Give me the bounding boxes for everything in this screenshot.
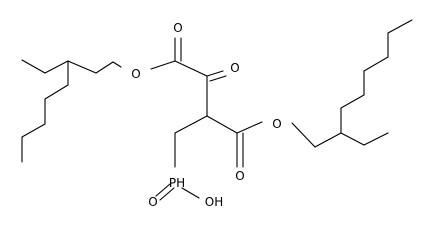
double-bond-b — [209, 75, 227, 82]
right-ethylhexyl-chain — [314, 19, 413, 148]
phosphorus-label: PH — [169, 176, 185, 190]
bond — [112, 61, 122, 68]
carbonyl-oxygen-left-label: O — [173, 21, 182, 35]
bond — [67, 60, 97, 74]
bond — [95, 61, 114, 74]
double-bond-a — [159, 187, 175, 201]
bond — [174, 60, 208, 77]
bond — [291, 122, 316, 148]
bond — [150, 60, 176, 70]
bond — [174, 115, 208, 134]
bond — [21, 123, 46, 138]
bond — [363, 56, 389, 72]
ketone-group — [206, 70, 227, 117]
bond — [363, 132, 389, 146]
bond — [236, 121, 263, 134]
bond — [340, 94, 365, 109]
ketone-oxygen-label: O — [230, 61, 239, 75]
bond — [387, 19, 413, 34]
carbonyl-oxygen-right-label: O — [235, 169, 244, 183]
bond — [44, 60, 69, 74]
phosphoryl-oxygen-label: O — [148, 195, 157, 209]
structure-svg: O O O O O PH O OH — [21, 19, 413, 209]
bond — [314, 132, 342, 148]
ester-oxygen-left-label: O — [131, 67, 140, 81]
phosphinic-branch — [155, 115, 208, 201]
double-bond-b — [155, 183, 171, 197]
bond — [340, 132, 365, 146]
bond — [21, 59, 46, 74]
left-ester-group — [112, 37, 208, 77]
double-bond-a — [206, 70, 224, 77]
hydroxyl-label: OH — [205, 195, 223, 209]
molecule-diagram: O O O O O PH O OH — [21, 19, 413, 209]
right-ester-group — [206, 115, 316, 168]
ester-oxygen-right-label: O — [272, 117, 281, 131]
left-ethylhexyl-chain — [21, 59, 114, 163]
bond — [44, 84, 69, 100]
bond — [181, 187, 200, 199]
bond — [206, 115, 238, 134]
